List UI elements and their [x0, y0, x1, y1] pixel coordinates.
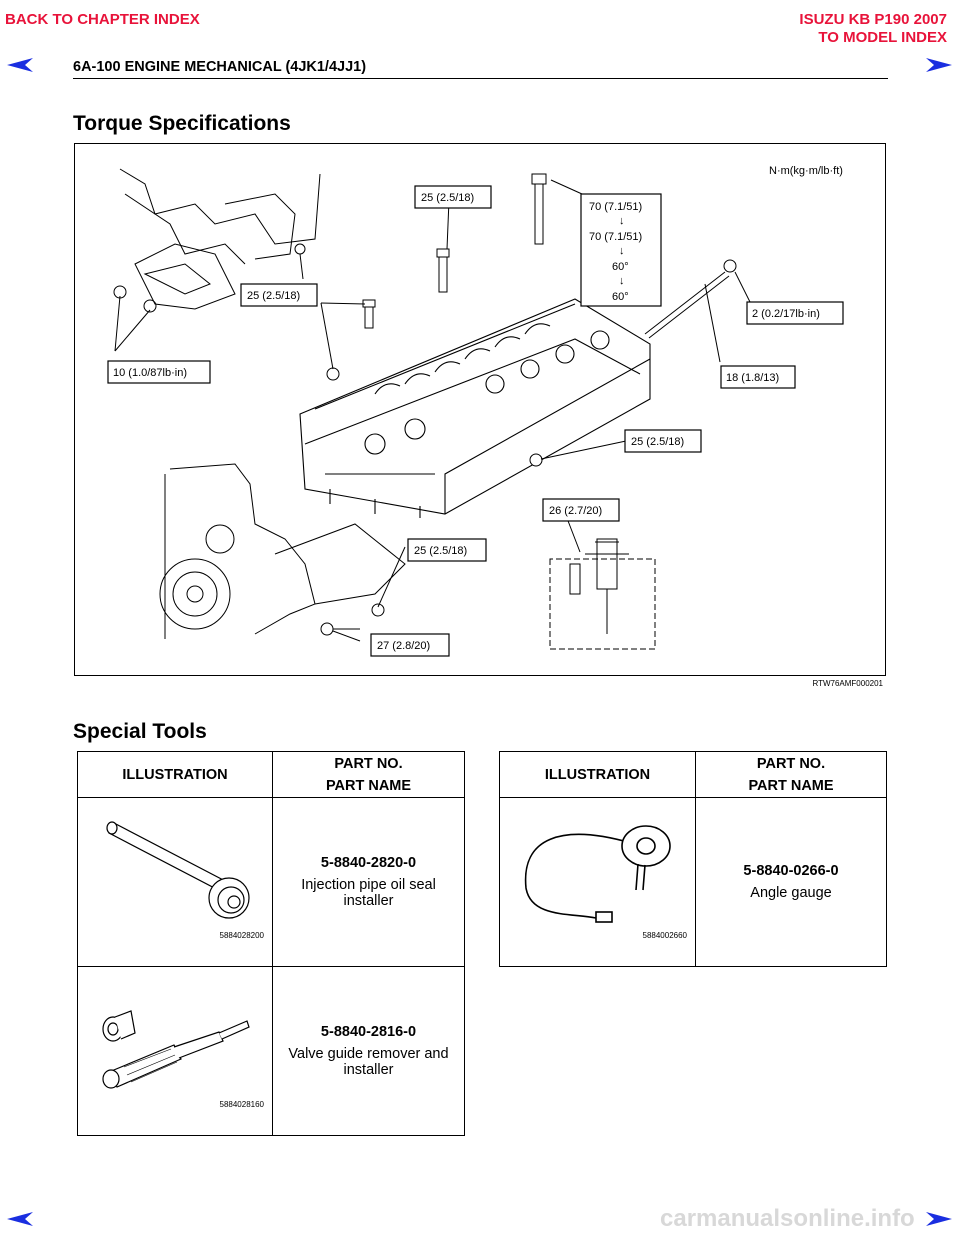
part-name: Valve guide remover and installer [288, 1046, 449, 1078]
header-divider [73, 78, 888, 79]
back-to-chapter-index-link[interactable]: BACK TO CHAPTER INDEX [5, 11, 200, 28]
tool-info-cell: 5-8840-0266-0 Angle gauge [695, 797, 887, 967]
part-number: 5-8840-2816-0 [320, 1024, 417, 1040]
part-name: Injection pipe oil seal installer [301, 877, 436, 909]
tool-code: 5884002660 [642, 931, 688, 940]
glow-plug-sketch [644, 259, 737, 339]
illustration-header: ILLUSTRATION [77, 751, 273, 798]
tool-code: 5884028160 [219, 1100, 265, 1109]
tool-info-cell: 5-8840-2816-0 Valve guide remover and in… [272, 966, 465, 1136]
torque-labels: 25 (2.5/18) 70 (7.1/51) ↓ 70 (7.1/51) ↓ … [107, 185, 844, 657]
to-model-index-link[interactable]: TO MODEL INDEX [818, 29, 947, 46]
table-row: 5884028160 5-8840-2816-0 Valve guide rem… [77, 966, 465, 1136]
torque-label-9: 25 (2.5/18) [414, 545, 467, 557]
cylinder-head-sketch [299, 298, 651, 518]
torque-label-1: 25 (2.5/18) [421, 192, 474, 204]
torque-label-2a: 70 (7.1/51) [589, 201, 642, 213]
bolts [320, 173, 547, 636]
prev-page-bottom-arrow-icon[interactable] [5, 1210, 35, 1228]
engine-diagram-illustration: N·m(kg·m/lb·ft) [107, 165, 844, 657]
special-tools-table-right: ILLUSTRATION PART NO. PART NAME 58840026… [499, 751, 887, 967]
svg-text:↓: ↓ [619, 275, 625, 287]
front-cover-sketch [159, 463, 406, 639]
tool-illustration-cell: 5884028160 [77, 966, 273, 1136]
special-tools-title: Special Tools [73, 720, 207, 743]
table-row: 5884028200 5-8840-2820-0 Injection pipe … [77, 797, 465, 967]
unit-label: N·m(kg·m/lb·ft) [769, 165, 843, 177]
vehicle-model-label: ISUZU KB P190 2007 [799, 11, 947, 28]
torque-label-2b: 70 (7.1/51) [589, 231, 642, 243]
next-page-bottom-arrow-icon[interactable] [924, 1210, 954, 1228]
table-header-row: ILLUSTRATION PART NO. PART NAME [499, 751, 887, 798]
tool-illustration-cell: 5884028200 [77, 797, 273, 967]
torque-specifications-title: Torque Specifications [73, 112, 291, 135]
tool-illustration-cell: 5884002660 [499, 797, 696, 967]
next-page-arrow-icon[interactable] [924, 56, 954, 74]
torque-label-8: 26 (2.7/20) [549, 505, 602, 517]
torque-label-4: 2 (0.2/17lb·in) [752, 308, 820, 320]
table-row: 5884002660 5-8840-0266-0 Angle gauge [499, 797, 887, 967]
part-number: 5-8840-0266-0 [743, 863, 839, 879]
watermark: carmanualsonline.info [660, 1205, 915, 1232]
torque-diagram: N·m(kg·m/lb·ft) [74, 143, 886, 676]
special-tools-table-left: ILLUSTRATION PART NO. PART NAME 58840282… [77, 751, 465, 1136]
svg-text:↓: ↓ [619, 215, 625, 227]
torque-label-3: 25 (2.5/18) [247, 290, 300, 302]
part-number: 5-8840-2820-0 [320, 855, 417, 871]
angle-gauge-icon [524, 825, 671, 923]
oil-seal-installer-icon [105, 821, 250, 919]
intake-sketch [113, 168, 321, 313]
part-header: PART NO. PART NAME [695, 751, 887, 798]
torque-label-2c: 60° [612, 261, 629, 273]
illustration-header: ILLUSTRATION [499, 751, 696, 798]
prev-page-arrow-icon[interactable] [5, 56, 35, 74]
tool-info-cell: 5-8840-2820-0 Injection pipe oil seal in… [272, 797, 465, 967]
valve-guide-tool-icon [101, 1010, 250, 1089]
torque-label-5: 10 (1.0/87lb·in) [113, 367, 187, 379]
page-header-title: 6A-100 ENGINE MECHANICAL (4JK1/4JJ1) [73, 59, 367, 75]
part-name: Angle gauge [750, 885, 832, 901]
torque-label-2d: 60° [612, 291, 629, 303]
tool-code: 5884028200 [219, 931, 265, 940]
leader-lines [114, 179, 751, 642]
svg-text:↓: ↓ [619, 245, 625, 257]
torque-label-7: 25 (2.5/18) [631, 436, 684, 448]
table-header-row: ILLUSTRATION PART NO. PART NAME [77, 751, 465, 798]
injector-inset-sketch [549, 538, 656, 650]
torque-label-10: 27 (2.8/20) [377, 640, 430, 652]
figure-code: RTW76AMF000201 [812, 679, 883, 688]
torque-label-6: 18 (1.8/13) [726, 372, 779, 384]
part-header: PART NO. PART NAME [272, 751, 465, 798]
